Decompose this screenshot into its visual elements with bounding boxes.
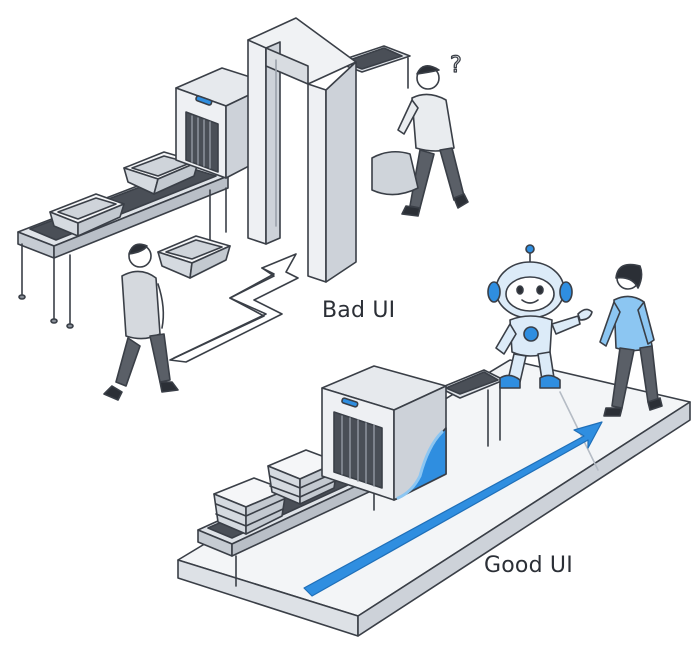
robot-assistant-icon: [487, 244, 593, 389]
good-floor-platform: [177, 359, 691, 637]
zigzag-arrow-icon: [169, 253, 299, 363]
good-ui-caption: Good UI: [484, 553, 573, 578]
xray-scanner-icon: [321, 365, 447, 501]
good-tray-stack-left: [213, 477, 287, 535]
bad-ui-scene: ?: [17, 17, 469, 401]
bad-tray-floor: [157, 235, 231, 279]
person-walking-bad-left: [103, 243, 179, 401]
bad-ui-caption: Bad UI: [322, 298, 396, 323]
good-ui-scene: [177, 244, 691, 637]
person-walking-good: [599, 263, 663, 417]
good-rear-conveyor: [439, 369, 505, 447]
bad-tray-stack: [49, 193, 125, 237]
metal-detector-gate-icon: [247, 17, 357, 283]
person-confused-bad-right: ?: [371, 52, 469, 217]
straight-arrow-icon: [303, 421, 603, 597]
question-mark-icon: ?: [450, 53, 462, 78]
